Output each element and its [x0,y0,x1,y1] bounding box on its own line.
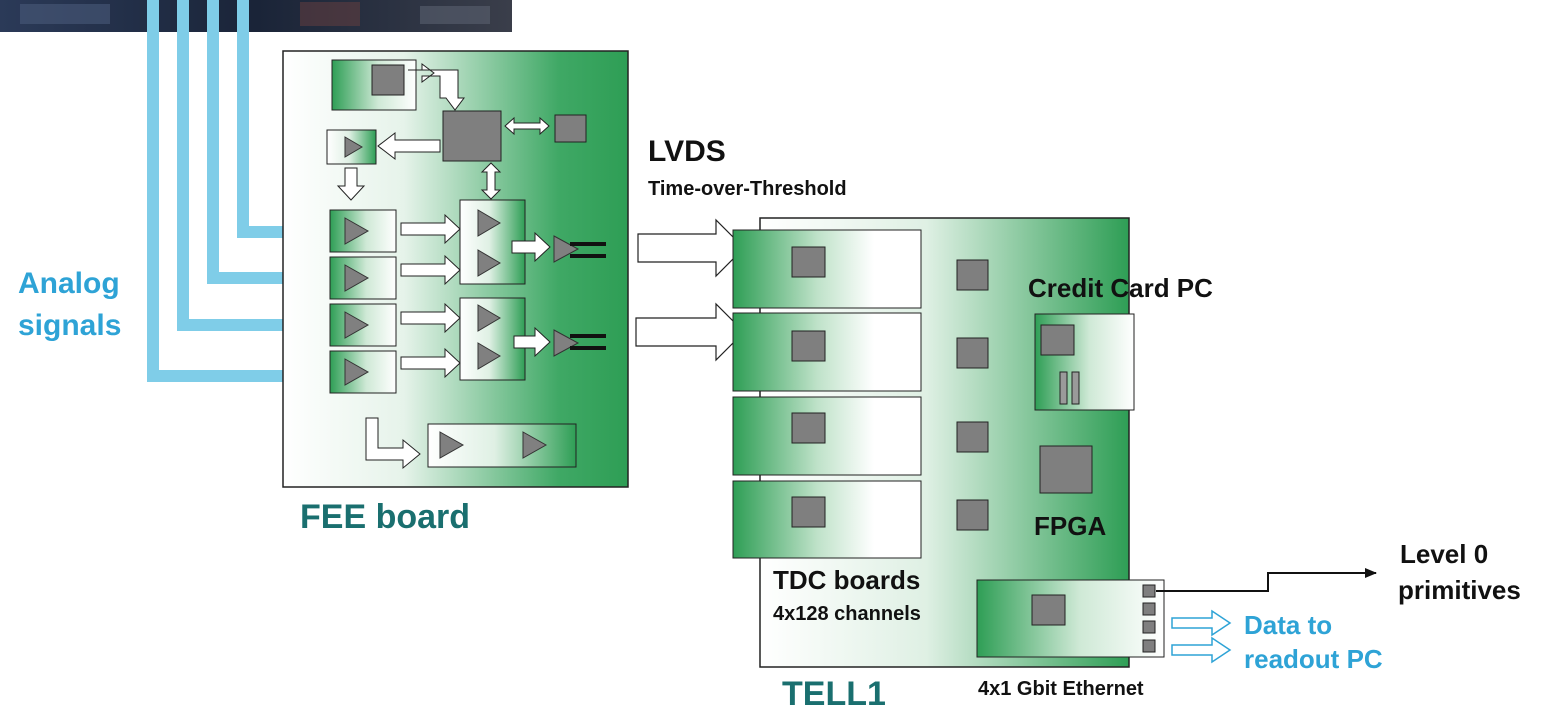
level0-label-line1: Level 0 [1400,541,1488,568]
fpga-label: FPGA [1034,513,1106,540]
analog-signal-lines [153,0,292,376]
data-readout-label-line2: readout PC [1244,646,1383,673]
data-readout-label-line1: Data to [1244,612,1332,639]
tdc-boards-label: TDC boards [773,567,920,594]
lvds-arrows [636,220,744,360]
ethernet-board [977,580,1164,657]
tell1-label: TELL1 [782,677,886,713]
fee-board-label: FEE board [300,500,470,536]
preamp-4 [330,351,396,393]
analog-signals-label-line1: Analog [18,268,120,300]
tot-label: Time-over-Threshold [648,179,847,200]
preamp-1 [330,210,396,252]
credit-card-pc-label: Credit Card PC [1028,275,1213,302]
channels-label: 4x128 channels [773,604,921,625]
detector-photo [0,0,512,32]
tdc-board-4 [733,481,921,558]
level0-arrow [1156,573,1376,591]
tdc-board-2 [733,313,921,391]
tdc-board-1 [733,230,921,308]
lvds-label: LVDS [648,136,726,168]
analog-signals-label-line2: signals [18,310,121,342]
fpga-chip [1040,446,1092,493]
tdc-board-3 [733,397,921,475]
readout-arrows [1172,611,1230,662]
ethernet-label: 4x1 Gbit Ethernet [978,679,1144,700]
level0-label-line2: primitives [1398,577,1521,604]
preamp-3 [330,304,396,346]
credit-card-pc [1035,314,1134,410]
preamp-2 [330,257,396,299]
